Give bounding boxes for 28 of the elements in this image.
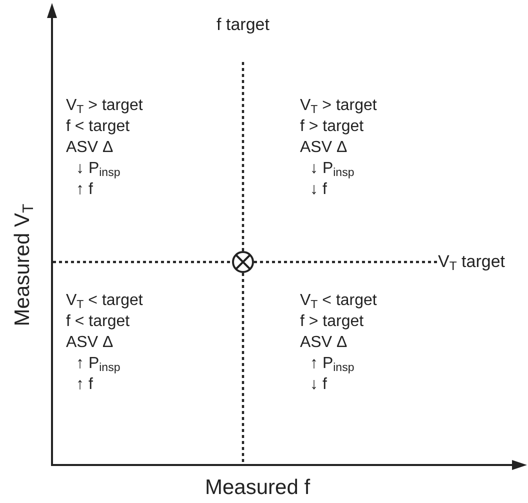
condition-text: V$_{T}$ > target <box>300 96 377 116</box>
dashed-line <box>242 62 244 251</box>
condition-text: ASV Δ <box>300 138 348 158</box>
dashed-line <box>254 260 438 264</box>
condition-text: ASV Δ <box>66 333 114 353</box>
condition-text: ASV Δ <box>66 138 114 158</box>
condition-text: ↑ f <box>75 375 93 395</box>
condition-text: f > target <box>300 312 364 332</box>
condition-text: ↑ P$_{insp}$ <box>309 354 354 374</box>
condition-text: f > target <box>300 117 364 137</box>
condition-text: ↓ P$_{insp}$ <box>75 159 120 179</box>
condition-text: ↓ f <box>309 180 327 200</box>
condition-text: f < target <box>66 117 130 137</box>
condition-text: ↑ f <box>75 180 93 200</box>
axis-title: Measured f <box>205 476 310 500</box>
condition-text: V$_{T}$ > target <box>66 96 143 116</box>
condition-text: ↓ P$_{insp}$ <box>309 159 354 179</box>
target-label: f target <box>213 14 273 36</box>
condition-text: ASV Δ <box>300 333 348 353</box>
crossed-circle-icon <box>232 251 254 273</box>
condition-text: V$_{T}$ < target <box>300 291 377 311</box>
target-label: V$_{T}$ target <box>438 251 528 273</box>
condition-text: V$_{T}$ < target <box>66 291 143 311</box>
condition-text: f < target <box>66 312 130 332</box>
dashed-line <box>242 273 244 465</box>
dashed-line <box>53 260 232 264</box>
condition-text: ↓ f <box>309 375 327 395</box>
condition-text: ↑ P$_{insp}$ <box>75 354 120 374</box>
